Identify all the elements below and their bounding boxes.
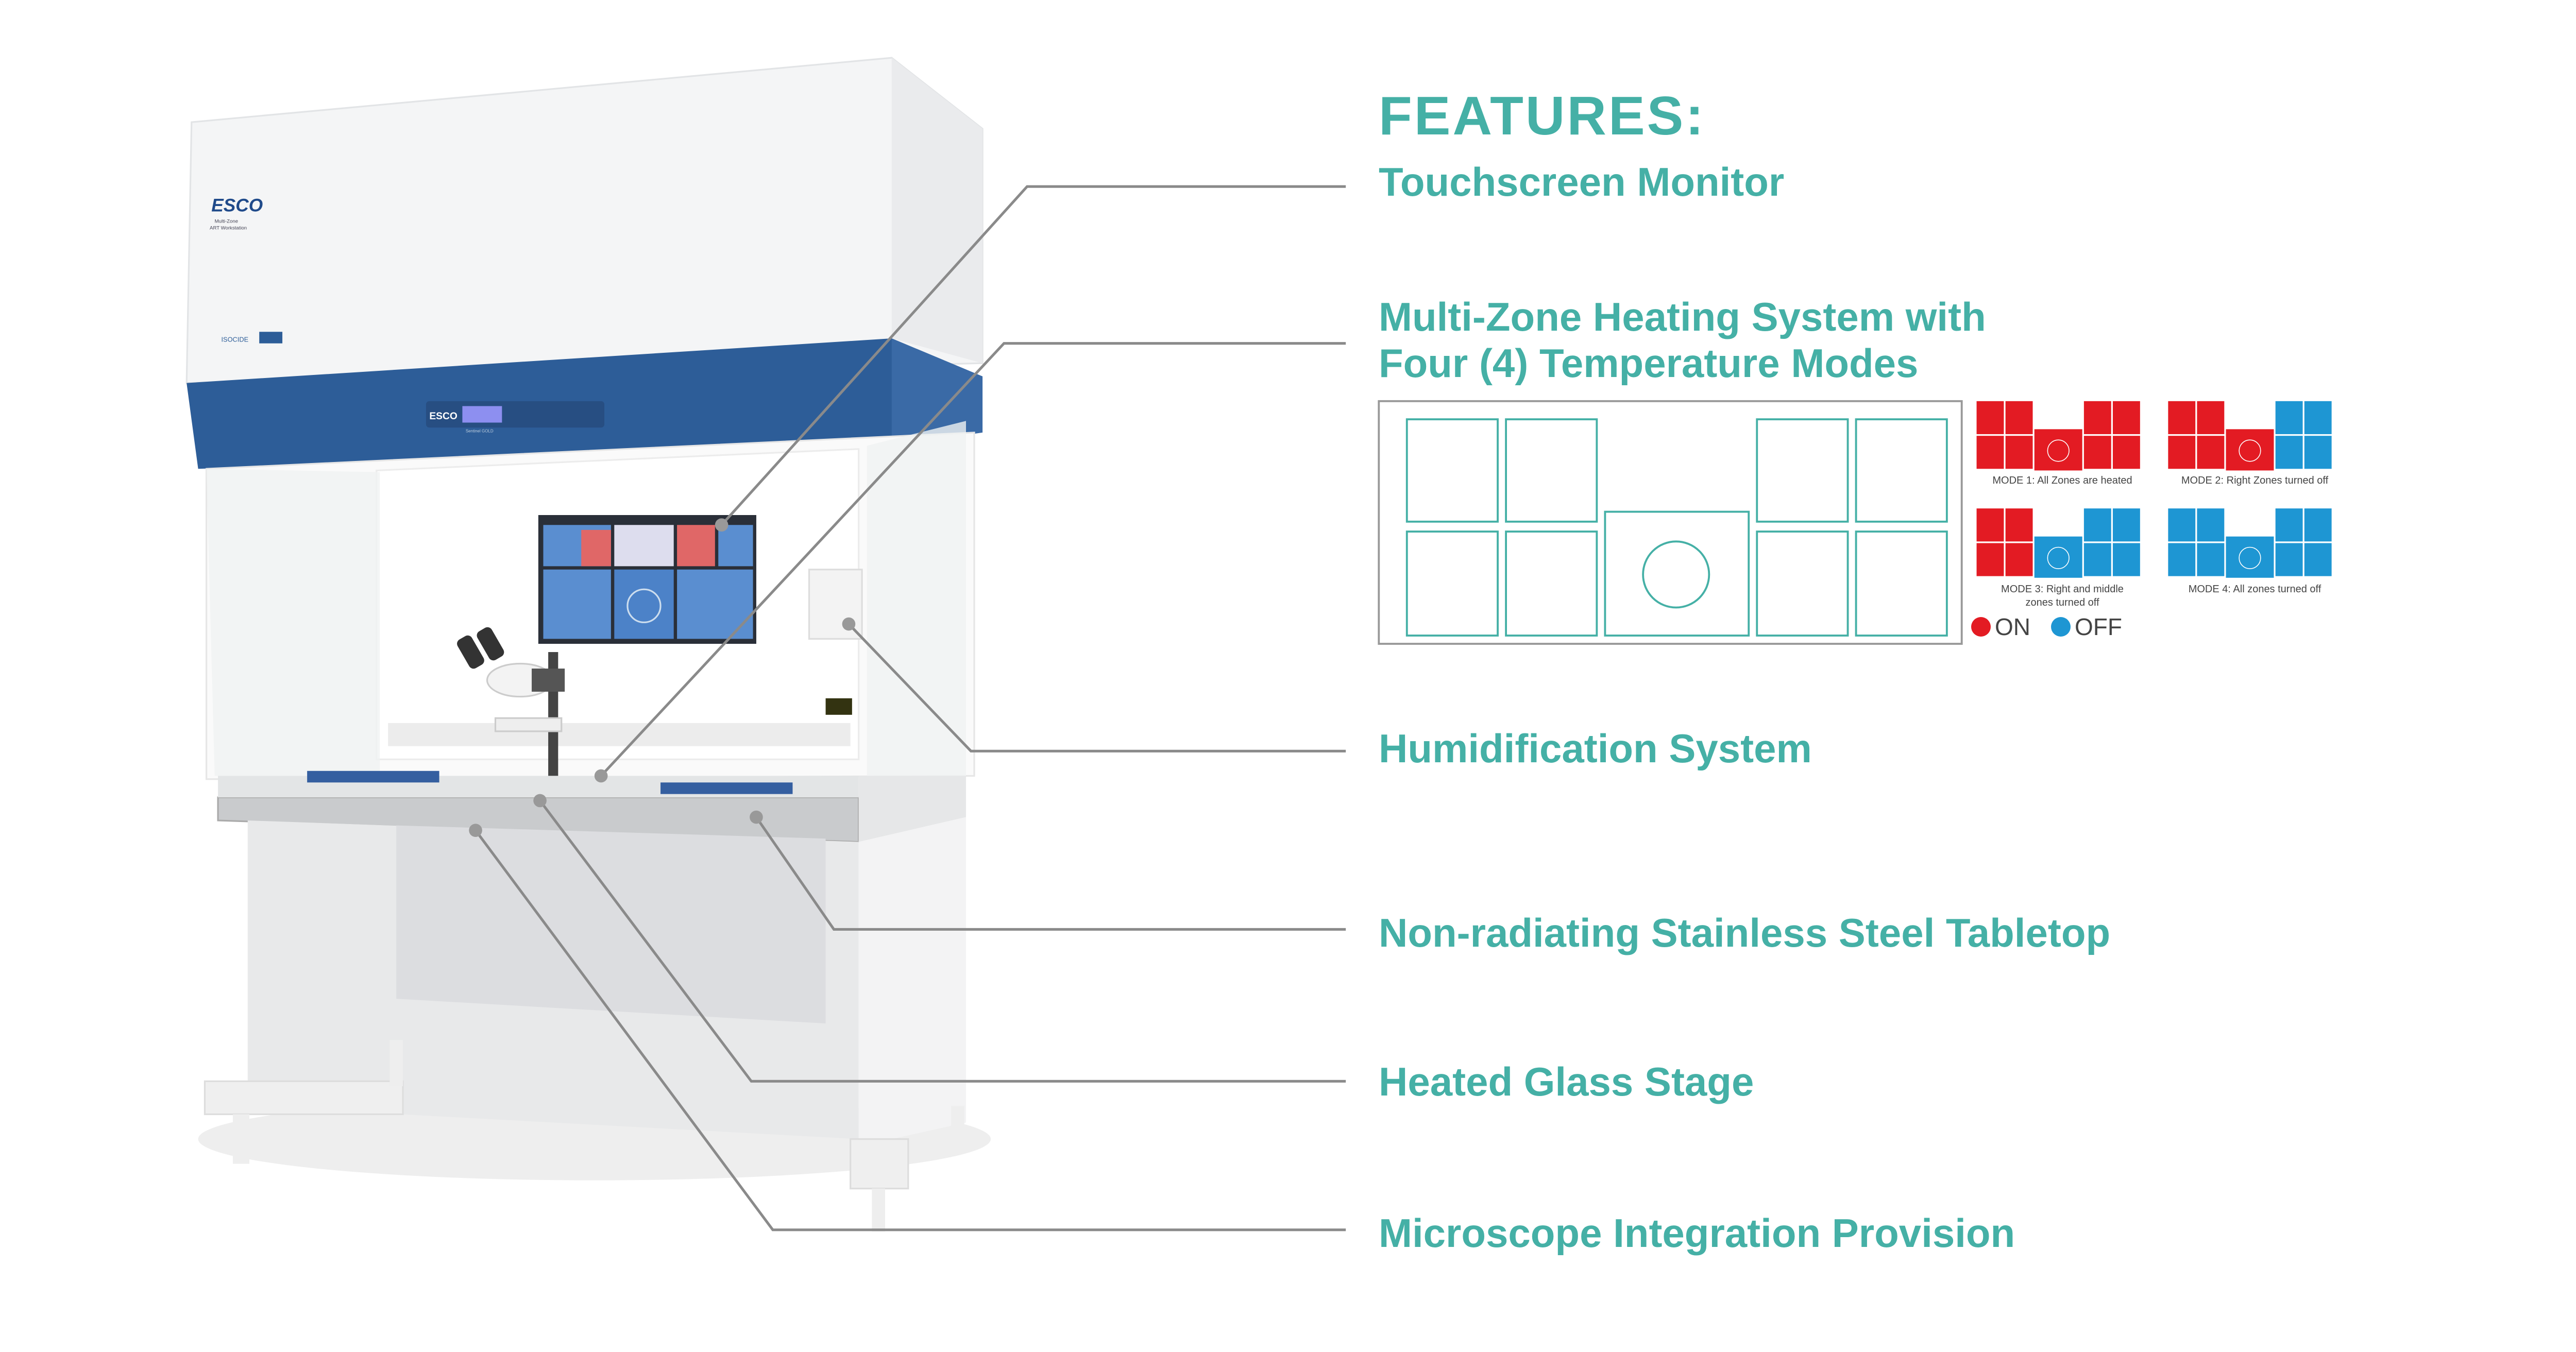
leader-humidification bbox=[848, 623, 1346, 752]
zone-right bbox=[2083, 401, 2111, 434]
stage-circle bbox=[2047, 546, 2070, 569]
zone-left bbox=[1976, 401, 2004, 434]
mode-2-caption: MODE 2: Right Zones turned off bbox=[2181, 475, 2329, 486]
zone-right bbox=[2304, 436, 2332, 469]
feature-glass-stage: Heated Glass Stage bbox=[1379, 1059, 1754, 1104]
zone-right bbox=[2112, 401, 2140, 434]
feature-heating-line2: Four (4) Temperature Modes bbox=[1379, 340, 1919, 386]
esco-logo: ESCO bbox=[211, 195, 263, 215]
feature-humidification: Humidification System bbox=[1379, 726, 1812, 771]
leader-microscope bbox=[474, 829, 1346, 1231]
cabinet-hood bbox=[185, 57, 984, 384]
zone-right bbox=[2304, 401, 2332, 434]
svg-text:ESCO: ESCO bbox=[429, 411, 457, 422]
legend-on: ON bbox=[1995, 613, 2030, 640]
zone-right bbox=[2304, 508, 2332, 542]
stage-circle bbox=[2239, 546, 2261, 569]
leader-tabletop bbox=[755, 816, 1346, 931]
zone-right bbox=[2083, 508, 2111, 542]
mode-1-caption: MODE 1: All Zones are heated bbox=[1992, 475, 2132, 486]
leader-lines bbox=[474, 185, 1346, 1231]
zone-left bbox=[1976, 436, 2004, 469]
feature-heating-line1: Multi-Zone Heating System with bbox=[1379, 294, 1986, 339]
glass-stage-right bbox=[660, 782, 793, 794]
hood-side bbox=[891, 58, 983, 364]
touchscreen-monitor bbox=[538, 515, 756, 644]
leader-touchscreen bbox=[720, 185, 1346, 526]
leader-dots bbox=[469, 518, 856, 837]
feature-tabletop: Non-radiating Stainless Steel Tabletop bbox=[1379, 910, 2111, 955]
legend-off: OFF bbox=[2075, 613, 2122, 640]
zone-right bbox=[2112, 508, 2140, 542]
leader-heating bbox=[600, 342, 1346, 777]
svg-text:Multi-Zone: Multi-Zone bbox=[215, 219, 238, 225]
left-glass-panel bbox=[206, 469, 380, 776]
mode-4-diagram bbox=[2168, 508, 2332, 578]
mode-2-diagram bbox=[2168, 401, 2332, 471]
mode-diagrams bbox=[1976, 401, 2332, 578]
zone-left bbox=[2197, 508, 2225, 542]
zone-left bbox=[2168, 508, 2196, 542]
zone-right bbox=[2275, 508, 2303, 542]
zone-left bbox=[2005, 401, 2033, 434]
zone-right bbox=[2275, 543, 2303, 576]
zone-middle bbox=[2226, 429, 2274, 471]
stage-circle bbox=[2239, 439, 2261, 462]
zone-left bbox=[2005, 508, 2033, 542]
zone-left bbox=[2168, 436, 2196, 469]
zone-left bbox=[1976, 508, 2004, 542]
feature-touchscreen: Touchscreen Monitor bbox=[1379, 159, 1785, 204]
zone-right bbox=[2083, 436, 2111, 469]
zone-right bbox=[2275, 401, 2303, 434]
zone-right bbox=[2304, 543, 2332, 576]
on-dot-icon bbox=[1971, 617, 1991, 637]
microscope bbox=[457, 627, 565, 776]
zone-left bbox=[2005, 436, 2033, 469]
zone-left bbox=[2168, 543, 2196, 576]
lcd-display bbox=[462, 406, 502, 423]
svg-text:ART Workstation: ART Workstation bbox=[210, 226, 247, 231]
features-heading: FEATURES: bbox=[1379, 85, 1706, 146]
legend: ON OFF bbox=[1971, 613, 2122, 641]
zone-middle bbox=[2034, 429, 2082, 471]
foot-left bbox=[204, 1080, 404, 1116]
zone-right bbox=[2112, 543, 2140, 576]
right-glass-panel bbox=[867, 421, 966, 796]
feature-microscope: Microscope Integration Provision bbox=[1379, 1210, 2015, 1256]
off-dot-icon bbox=[2051, 617, 2071, 637]
zone-right bbox=[2275, 436, 2303, 469]
mode-4-caption: MODE 4: All zones turned off bbox=[2188, 584, 2321, 595]
zone-left bbox=[2197, 543, 2225, 576]
zone-left bbox=[2005, 543, 2033, 576]
zone-left bbox=[2197, 436, 2225, 469]
zone-left bbox=[1976, 543, 2004, 576]
air-grille bbox=[388, 723, 851, 746]
leader-glass-stage bbox=[539, 799, 1346, 1083]
zone-left bbox=[2168, 401, 2196, 434]
temp-readout bbox=[825, 698, 852, 715]
mode-3-diagram bbox=[1976, 508, 2140, 578]
foot-right bbox=[850, 1138, 909, 1190]
zone-layout-diagram bbox=[1378, 400, 1963, 645]
zone-middle bbox=[2034, 536, 2082, 578]
mode-3-caption: MODE 3: Right and middle zones turned of… bbox=[2001, 584, 2124, 608]
stage-circle bbox=[2047, 439, 2070, 462]
zone-right bbox=[2112, 436, 2140, 469]
glass-stage-left bbox=[307, 771, 439, 783]
isocide-badge: ISOCIDE bbox=[221, 335, 248, 343]
mode-1-diagram bbox=[1976, 401, 2140, 471]
zone-right bbox=[2083, 543, 2111, 576]
zone-middle bbox=[2226, 536, 2274, 578]
zone-left bbox=[2197, 401, 2225, 434]
svg-text:Sentinel GOLD: Sentinel GOLD bbox=[466, 429, 494, 434]
